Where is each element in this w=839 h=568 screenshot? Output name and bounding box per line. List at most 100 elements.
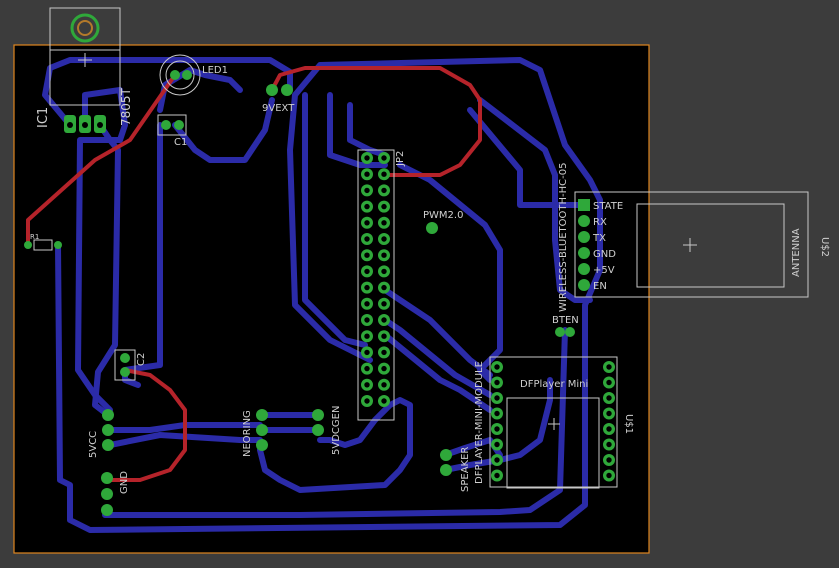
jp2-pad-hole — [381, 203, 387, 210]
dfp-pad-hole — [494, 379, 500, 386]
label-pwm: PWM2.0 — [423, 210, 463, 221]
jp2-pad-hole — [364, 284, 370, 291]
label-speaker: SPEAKER — [460, 447, 471, 492]
label-neoring: NEORING — [242, 410, 253, 457]
label-vdcgen: 5VDCGEN — [331, 406, 342, 455]
jp2-pad-hole — [381, 220, 387, 226]
dfp-pad-hole — [606, 364, 612, 370]
label-ic1: IC1 — [36, 107, 51, 128]
dfp-pad-hole — [494, 364, 500, 370]
jp2-pad-hole — [364, 382, 370, 388]
led1 — [159, 54, 201, 96]
jp2-pad-hole — [381, 187, 387, 194]
pwm-pad — [426, 222, 438, 234]
dfp-pad-hole — [494, 472, 500, 479]
jp2-outline — [357, 149, 395, 421]
jp2-pad-hole — [364, 268, 370, 275]
top-traces — [26, 66, 482, 482]
jp2-pads — [361, 152, 390, 407]
label-vcc: 5VCC — [88, 431, 99, 458]
bten-header — [555, 327, 575, 337]
vdcgen-header — [312, 409, 324, 436]
dfp-pad-hole — [494, 426, 500, 432]
label-bt-module: WIRELESS-BLUETOOTH-HC-05 — [558, 163, 569, 312]
label-state: STATE — [593, 201, 623, 212]
ic1-regulator — [49, 7, 121, 106]
jp2-pad-hole — [381, 236, 387, 242]
dfp-pad-hole — [606, 457, 612, 463]
jp2-pad-hole — [364, 349, 370, 356]
jp2-pad-hole — [364, 252, 370, 258]
dfp-pad-hole — [494, 410, 500, 417]
label-c1: C1 — [174, 137, 187, 148]
jp2-pad-hole — [364, 187, 370, 194]
jp2-pad-hole — [364, 236, 370, 242]
speaker-header — [440, 449, 452, 476]
label-antenna: ANTENNA — [791, 228, 802, 277]
dfp-pad-hole — [606, 472, 612, 479]
jp2-pad-hole — [381, 155, 387, 161]
label-vext: 9VEXT — [262, 103, 295, 114]
neoring-header — [256, 409, 268, 451]
jp2-pad-hole — [364, 203, 370, 210]
jp2-pad-hole — [381, 252, 387, 258]
jp2-pad-hole — [364, 171, 370, 177]
label-jp2: JP2 — [395, 151, 406, 167]
dfp-pad-hole — [606, 410, 612, 417]
vcc-header — [102, 409, 114, 451]
ic1-pads — [64, 115, 106, 133]
jp2-pad-hole — [381, 284, 387, 291]
jp2-pad-hole — [364, 220, 370, 226]
jp2-pad-hole — [381, 398, 387, 404]
label-u1: U$1 — [623, 414, 634, 434]
dfp-pad-hole — [606, 379, 612, 386]
jp2-pad-hole — [381, 333, 387, 339]
dfp-pad-hole — [606, 426, 612, 432]
label-gnd: GND — [119, 471, 130, 494]
jp2-pad-hole — [381, 365, 387, 372]
label-dfp-module: DFPLAYER-MINI-MODULE — [474, 361, 485, 484]
r1-resistor — [24, 239, 62, 251]
jp2-pad-hole — [381, 301, 387, 307]
jp2-pad-hole — [364, 155, 370, 161]
ic1-mount-hole-inner — [77, 20, 93, 36]
jp2-pad-hole — [364, 398, 370, 404]
label-r1: R1 — [30, 233, 39, 241]
jp2-pad-hole — [364, 333, 370, 339]
label-tx: TX — [592, 233, 606, 244]
label-c2: C2 — [136, 353, 147, 366]
label-bten: BTEN — [552, 315, 579, 326]
jp2-pad-hole — [381, 349, 387, 356]
label-rx: RX — [593, 217, 607, 228]
jp2-pad-hole — [364, 301, 370, 307]
bt-pads — [578, 199, 590, 291]
jp2-pad-hole — [381, 171, 387, 177]
dfp-pad-hole — [494, 441, 500, 448]
jp2-pad-hole — [381, 382, 387, 388]
label-gnd-pin: GND — [593, 249, 616, 260]
gnd-header — [101, 472, 113, 516]
c2-capacitor — [114, 349, 136, 381]
dfp-pad-hole — [606, 441, 612, 448]
ic1-mount-hole — [70, 13, 100, 43]
label-5v: +5V — [593, 265, 615, 276]
bt-module — [574, 191, 809, 298]
c1-capacitor — [157, 114, 187, 136]
dfp-module — [489, 356, 618, 489]
jp2-pad-hole — [381, 317, 387, 323]
jp2-pad-hole — [364, 317, 370, 323]
dfp-pads — [491, 361, 615, 482]
label-u2: U$2 — [819, 237, 830, 257]
vext-header — [266, 84, 293, 96]
label-dfp-title: DFPlayer Mini — [520, 379, 588, 390]
label-led1: LED1 — [202, 65, 228, 76]
dfp-pad-hole — [606, 395, 612, 401]
dfp-pad-hole — [494, 395, 500, 401]
dfp-pad-hole — [494, 457, 500, 463]
jp2-pad-hole — [381, 268, 387, 275]
label-reg: 7805T — [119, 87, 133, 126]
jp2-pad-hole — [364, 365, 370, 372]
label-en: EN — [593, 281, 607, 292]
